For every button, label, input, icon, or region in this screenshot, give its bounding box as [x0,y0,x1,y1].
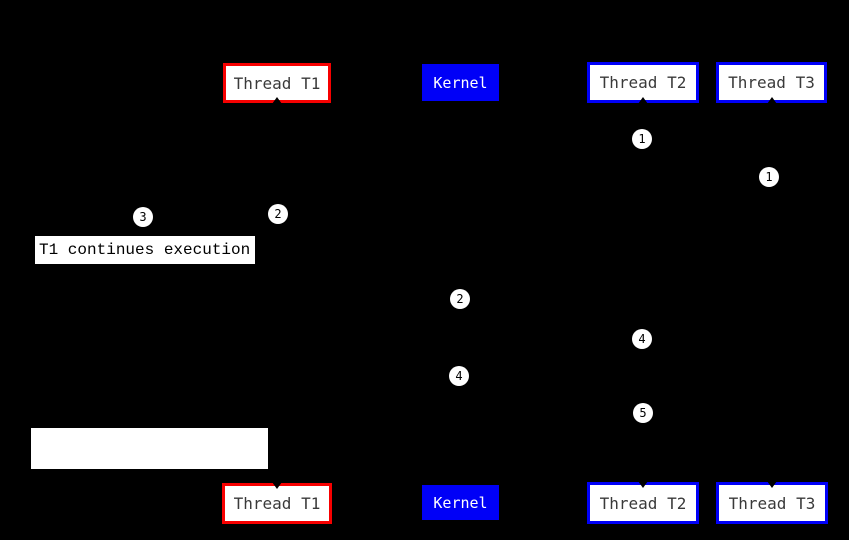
step-marker: 5 [633,403,653,423]
thread-t2-box-bottom: Thread T2 [587,481,699,524]
arrowhead-icon [767,481,777,488]
kernel-box-bottom: Kernel [422,485,499,520]
kernel-label: Kernel [433,493,488,512]
thread-t2-label: Thread T2 [599,73,687,92]
thread-t3-box-bottom: Thread T3 [716,481,828,524]
kernel-label: Kernel [433,73,488,92]
thread-t2-box-top: Thread T2 [587,62,699,104]
arrowhead-icon [766,97,777,104]
t1-continues-label: T1 continues execution [35,236,255,264]
arrowhead-icon [272,482,282,489]
blank-label-box [31,428,268,469]
step-marker: 4 [632,329,652,349]
step-marker: 3 [133,207,153,227]
thread-t1-label: Thread T1 [233,494,321,513]
step-marker: 1 [759,167,779,187]
thread-t2-label: Thread T2 [599,493,687,513]
step-marker: 2 [450,289,470,309]
step-marker: 1 [632,129,652,149]
thread-t3-label: Thread T3 [728,73,815,92]
arrowhead-icon [272,97,282,104]
arrowhead-icon [638,481,648,488]
thread-t1-box-bottom: Thread T1 [222,482,332,524]
thread-t1-box-top: Thread T1 [223,63,331,104]
thread-t3-label: Thread T3 [728,493,816,513]
step-marker: 4 [449,366,469,386]
step-marker: 2 [268,204,288,224]
thread-t1-label: Thread T1 [233,73,321,93]
arrowhead-icon [638,97,648,104]
thread-t3-box-top: Thread T3 [716,62,827,104]
kernel-box-top: Kernel [422,64,499,101]
